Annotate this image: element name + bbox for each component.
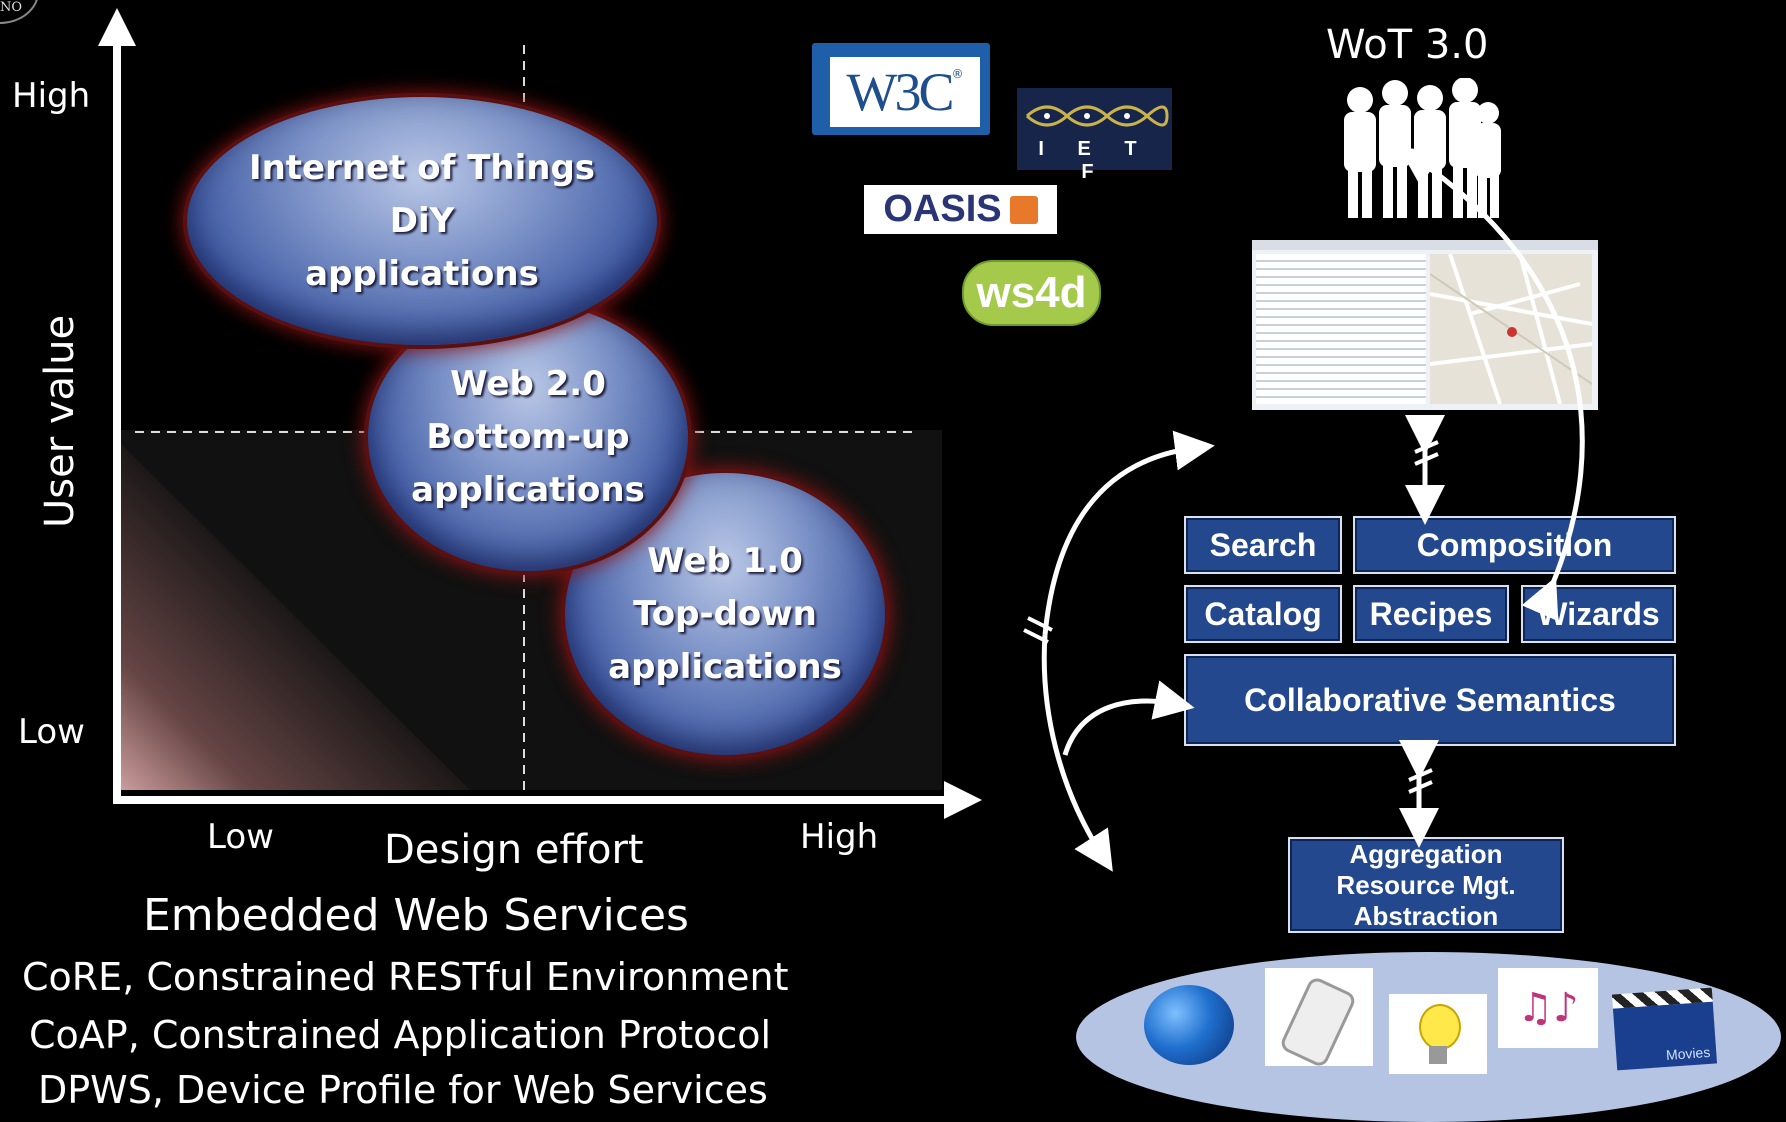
mashup-text-panel bbox=[1256, 254, 1426, 404]
ws4d-logo: ws4d bbox=[962, 260, 1101, 326]
phone-body bbox=[1278, 975, 1358, 1069]
protocol-core: CoRE, Constrained RESTful Environment bbox=[22, 955, 789, 999]
collaborative-semantics-box: Collaborative Semantics bbox=[1184, 654, 1676, 746]
chart-corner-gradient bbox=[117, 440, 470, 790]
ellipse-iot-line-2: DiY bbox=[389, 200, 455, 241]
light-bulb-icon bbox=[1389, 994, 1487, 1074]
ellipse-iot-line-3: applications bbox=[305, 253, 539, 294]
ellipse-web-1-line-3: applications bbox=[608, 646, 842, 687]
ellipse-web-1-line-1: Web 1.0 bbox=[647, 540, 803, 581]
movie-clapper-icon: Movies bbox=[1611, 987, 1718, 1071]
bulb-glass bbox=[1419, 1004, 1461, 1050]
w3c-logo-mark: ® bbox=[951, 67, 964, 81]
oasis-icon bbox=[1009, 195, 1038, 224]
x-low-label: Low bbox=[207, 817, 274, 857]
ws4d-logo-text: ws4d bbox=[976, 268, 1087, 317]
ietf-logo-text: I E T F bbox=[1038, 138, 1151, 183]
y-axis-arrowhead bbox=[98, 8, 136, 46]
aggregation-line-2: Resource Mgt. bbox=[1336, 869, 1516, 900]
music-notes-icon: ♫♪ bbox=[1498, 968, 1598, 1048]
catalog-box: Catalog bbox=[1184, 585, 1342, 643]
ellipse-web-2: Web 2.0 Bottom-up applications bbox=[368, 303, 688, 571]
w3c-logo-text: W3C bbox=[846, 62, 955, 122]
ellipse-iot: Internet of Things DiY applications bbox=[187, 97, 657, 345]
bulb-base bbox=[1429, 1046, 1447, 1064]
embedded-title: Embedded Web Services bbox=[143, 890, 689, 941]
wot-title: WoT 3.0 bbox=[1326, 22, 1489, 68]
arrow-wot-to-collab bbox=[1398, 146, 1585, 622]
globe-icon bbox=[1144, 985, 1234, 1065]
oasis-logo-text: OASIS bbox=[883, 188, 1002, 230]
aggregation-box: Aggregation Resource Mgt. Abstraction bbox=[1288, 837, 1564, 933]
x-axis-arrowhead bbox=[944, 781, 982, 819]
ellipse-web-2-line-2: Bottom-up bbox=[426, 416, 630, 457]
w3c-logo: W3C ® bbox=[812, 43, 990, 135]
phone-icon bbox=[1265, 968, 1373, 1069]
ellipse-iot-line-1: Internet of Things bbox=[248, 147, 596, 188]
y-high-label: High bbox=[12, 76, 91, 116]
x-high-label: High bbox=[800, 817, 879, 857]
protocol-dpws: DPWS, Device Profile for Web Services bbox=[38, 1068, 768, 1112]
ellipse-web-1-line-2: Top-down bbox=[633, 593, 817, 634]
ietf-logo: I E T F bbox=[1017, 88, 1172, 183]
oasis-logo: OASIS bbox=[864, 185, 1057, 234]
y-axis-title: User value bbox=[37, 314, 83, 528]
ellipse-web-2-line-1: Web 2.0 bbox=[450, 363, 606, 404]
arrow-left-up bbox=[1042, 430, 1215, 636]
x-axis-title: Design effort bbox=[384, 827, 644, 873]
ietf-wave-graphic bbox=[1025, 105, 1169, 127]
y-low-label: Low bbox=[18, 712, 85, 752]
movies-label: Movies bbox=[1665, 1043, 1711, 1063]
corner-seal-text: NO bbox=[0, 0, 23, 15]
ellipse-web-2-line-3: applications bbox=[411, 469, 645, 510]
search-box: Search bbox=[1184, 516, 1342, 574]
arrows-layer bbox=[1023, 146, 1585, 872]
arrow-left-down bbox=[1041, 634, 1113, 872]
arrow-to-collab bbox=[1062, 680, 1195, 756]
w3c-logo-inner: W3C ® bbox=[830, 57, 980, 127]
aggregation-line-3: Abstraction bbox=[1353, 900, 1499, 931]
protocol-coap: CoAP, Constrained Application Protocol bbox=[29, 1013, 772, 1057]
